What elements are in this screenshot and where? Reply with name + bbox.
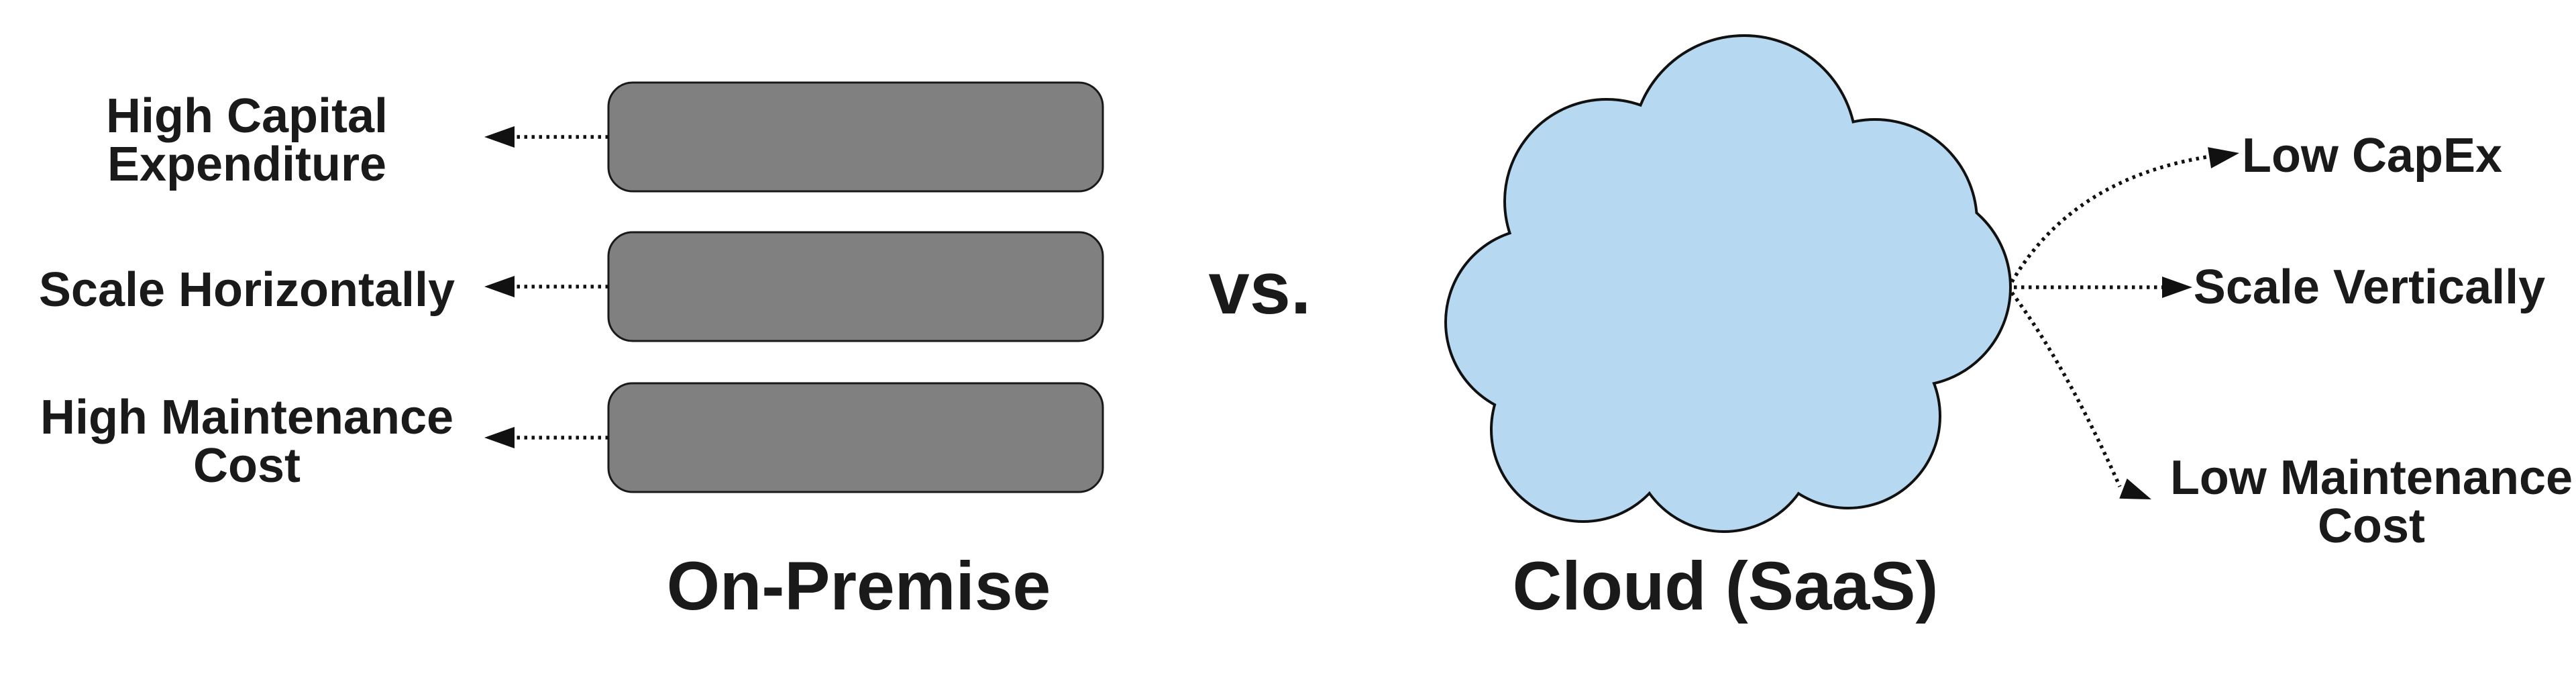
label-high-maintenance-line2: Cost xyxy=(193,439,301,493)
right-arrow-capex xyxy=(2010,147,2239,283)
left-arrow-scale xyxy=(484,276,608,297)
versus-label: vs. xyxy=(1209,247,1311,330)
label-scale-horizontally: Scale Horizontally xyxy=(39,263,455,317)
left-arrow-maintenance xyxy=(484,427,608,448)
label-scale-vertically: Scale Vertically xyxy=(2194,260,2545,314)
arrowhead-right-icon xyxy=(2119,478,2151,499)
cloud-fill-pass xyxy=(1447,37,2009,530)
label-low-capex: Low CapEx xyxy=(2242,129,2502,183)
server-box-2 xyxy=(607,231,1104,342)
cloud-icon xyxy=(1444,34,2012,533)
label-high-capital-line2: Expenditure xyxy=(107,138,386,191)
label-low-maintenance-line1: Low Maintenance xyxy=(2170,451,2573,505)
cloud-group: Low CapEx Scale Vertically Low Maintenan… xyxy=(1444,34,2573,624)
dotted-curve xyxy=(2010,291,2122,488)
server-boxes xyxy=(607,81,1104,493)
server-box-1 xyxy=(607,81,1104,193)
arrowhead-left-icon xyxy=(484,126,515,148)
server-box-3 xyxy=(607,382,1104,493)
label-low-maintenance-line2: Cost xyxy=(2318,499,2425,553)
arrowhead-right-icon xyxy=(2208,147,2239,168)
right-arrow-maintenance xyxy=(2010,291,2151,499)
cloud-saas-title: Cloud (SaaS) xyxy=(1513,548,1939,624)
on-premise-group: High Capital Expenditure Scale Horizonta… xyxy=(39,81,1104,624)
arrowhead-left-icon xyxy=(484,276,515,297)
right-arrow-scale xyxy=(2014,277,2192,298)
arrowhead-left-icon xyxy=(484,427,515,448)
arrowhead-right-icon xyxy=(2162,277,2192,298)
left-arrow-capex xyxy=(484,126,608,148)
label-high-capital-line1: High Capital xyxy=(106,89,388,143)
dotted-curve xyxy=(2010,154,2211,283)
label-high-maintenance-line1: High Maintenance xyxy=(40,391,453,444)
on-premise-title: On-Premise xyxy=(667,548,1051,624)
